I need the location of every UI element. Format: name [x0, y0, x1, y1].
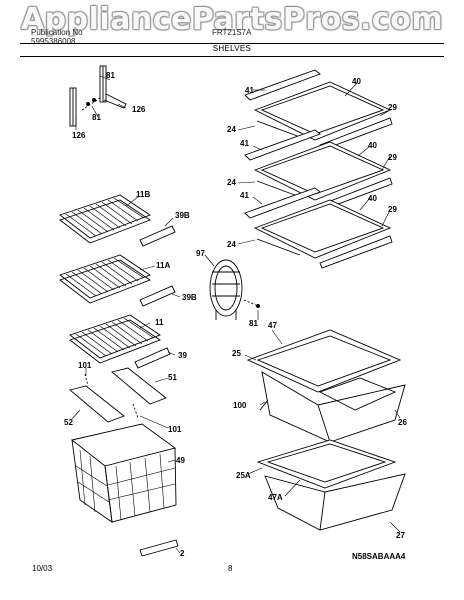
callout-39: 39: [178, 351, 187, 360]
callout-29-a: 29: [388, 103, 397, 112]
glass-shelf-2: [244, 129, 393, 211]
basket-slide-rail: [69, 367, 167, 423]
crisper-rail: [259, 399, 269, 411]
crisper-cover-lower: [256, 439, 397, 489]
shelf-bracket-upper: [99, 65, 127, 109]
wine-rack: [209, 259, 243, 320]
callout-labels: 81: [106, 71, 115, 80]
svg-text:81: 81: [106, 71, 115, 80]
section-title: SHELVES: [212, 44, 252, 53]
callout-24-c: 24: [227, 240, 236, 249]
callout-27: 27: [396, 531, 405, 540]
callout-51: 51: [168, 373, 177, 382]
header-rule-bottom: [20, 56, 444, 57]
callout-24-a: 24: [227, 125, 236, 134]
publication-label: Publication No: [31, 28, 83, 37]
callout-26: 26: [398, 418, 407, 427]
model-number: FRT21S7A: [212, 28, 252, 37]
callout-11: 11: [155, 318, 164, 327]
footer-date: 10/03: [32, 564, 53, 573]
callout-40-a: 40: [352, 77, 361, 86]
basket-trim: [139, 539, 179, 557]
footer-diagram-code: N58SABAAA4: [352, 552, 406, 561]
callout-52: 52: [64, 418, 73, 427]
callout-47a: 47A: [268, 493, 283, 502]
callout-2: 2: [180, 549, 185, 558]
crisper-pan-lower: [264, 473, 406, 531]
wire-shelf-11: [69, 314, 171, 369]
callout-39b-lower: 39B: [182, 293, 197, 302]
publication-number: 5995386008: [31, 37, 76, 46]
callout-29-b: 29: [388, 153, 397, 162]
callout-24-b: 24: [227, 178, 236, 187]
callout-97: 97: [196, 249, 205, 258]
callout-29-c: 29: [388, 205, 397, 214]
callout-40-c: 40: [368, 194, 377, 203]
callout-81-upper: 81: [92, 113, 101, 122]
glass-shelf-1: [244, 69, 393, 151]
callout-25a: 25A: [236, 471, 251, 480]
callout-81-lower: 81: [249, 319, 258, 328]
callout-101-upper: 101: [78, 361, 92, 370]
wire-shelf-11a: [59, 254, 176, 307]
wire-shelf-11b: [59, 194, 176, 247]
shelf-bracket-lower: [69, 87, 77, 127]
callout-126-lower: 126: [72, 131, 86, 140]
header-rule-top: [20, 43, 444, 44]
callout-47: 47: [268, 321, 277, 330]
callout-40-b: 40: [368, 141, 377, 150]
callout-41-c: 41: [240, 191, 249, 200]
callout-41-b: 41: [240, 139, 249, 148]
callout-101-lower: 101: [168, 425, 182, 434]
callout-39b-upper: 39B: [175, 211, 190, 220]
callout-126-upper: 126: [132, 105, 146, 114]
callout-11b: 11B: [136, 190, 150, 199]
callout-41-a: 41: [245, 86, 254, 95]
callout-100: 100: [233, 401, 247, 410]
callout-25: 25: [232, 349, 241, 358]
glass-shelf-3: [244, 187, 393, 269]
footer-page: 8: [228, 564, 233, 573]
callout-11a: 11A: [156, 261, 170, 270]
callout-49: 49: [176, 456, 185, 465]
crisper-pan-upper: [261, 371, 406, 443]
crisper-cover-upper: [246, 329, 402, 393]
wire-basket: [70, 423, 177, 523]
